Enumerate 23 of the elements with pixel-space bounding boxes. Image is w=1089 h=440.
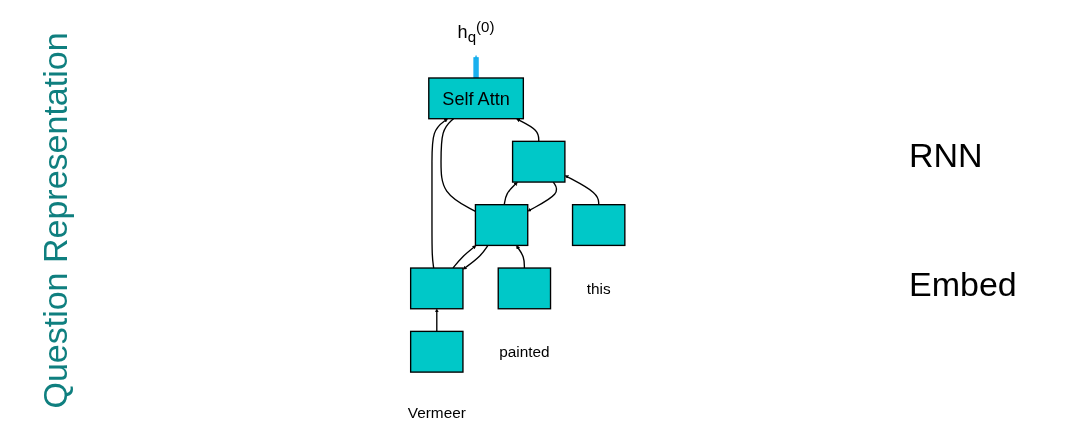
arrow [431,118,448,269]
vertical-heading: Question Representation [35,31,75,409]
node-label: painted [499,342,550,361]
layer-label: RNN [909,136,984,175]
layer-label: Embed [909,265,1018,304]
node-label: this [586,279,611,297]
arrow [462,244,489,270]
arrow [503,181,518,206]
node-box [409,267,464,310]
arrow [527,181,558,212]
node-box [511,140,566,183]
arrow [434,308,439,333]
node-box [474,204,529,247]
node-box [571,204,626,247]
node-box [497,267,552,310]
node-label: Vermeer [407,404,466,422]
arrow [516,118,540,142]
node-box: Self Attn [428,77,524,120]
arrow [516,245,526,269]
arrow [564,175,600,206]
node-box [409,330,464,373]
arrow [473,55,479,79]
arrow [452,245,477,269]
